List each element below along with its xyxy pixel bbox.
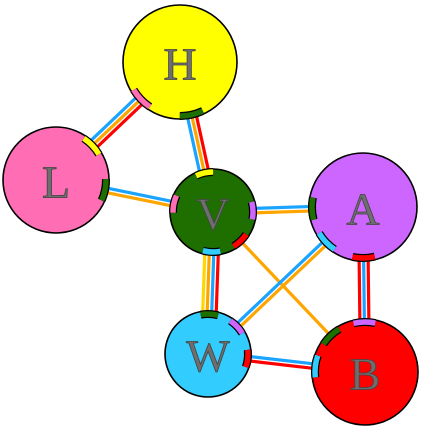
port-w-a [228,318,245,335]
port-b-v [321,326,341,346]
port-h-v [179,108,204,119]
node-label-h: H [163,39,196,90]
port-h-l [131,88,152,110]
node-label-a: A [346,184,379,235]
edge-H-L [87,94,146,151]
node-label-v: V [196,189,229,240]
edge-strand [238,239,333,338]
node-label-w: W [186,331,230,382]
edge-strand [246,354,317,366]
edge-strand [104,186,176,204]
node-label-b: B [350,349,381,400]
edge-L-V [103,186,176,208]
edge-strand [251,204,314,211]
edge-V-W [201,250,220,316]
edge-A-W [233,238,330,330]
port-w-b [243,349,251,369]
edge-strand [246,359,317,371]
edge-strand [362,256,367,324]
edge-strand [236,241,330,330]
edge-A-B [357,256,371,324]
edge-W-B [246,354,317,371]
port-a-w [316,231,337,252]
port-b-w [312,354,321,378]
edge-strand [201,250,207,315]
edge-V-A [251,204,314,215]
edge-strand [214,251,220,316]
port-w-v [200,311,219,318]
labels-layer: H L V A W B [42,38,381,400]
port-a-v [309,197,317,221]
port-v-l [170,194,180,213]
edge-strand [233,238,327,327]
edge-strand [87,94,140,145]
node-label-l: L [42,157,70,208]
port-v-w [202,248,221,255]
port-a-b [351,253,376,261]
port-b-a [352,319,376,327]
port-v-b [232,232,249,249]
edge-strand [252,209,314,215]
edges-layer [87,94,371,371]
edge-strand [189,113,207,175]
edge-H-V [185,112,211,176]
edge-strand [194,112,211,174]
edge-strand [103,190,175,208]
port-l-h [82,136,102,156]
edge-strand [210,250,216,316]
port-l-v [99,178,109,202]
edge-strand [185,114,202,176]
port-v-a [249,201,256,220]
port-v-h [194,169,214,179]
ports-layer [81,87,377,378]
edge-strand [357,257,362,324]
edge-V-B [238,239,333,338]
edge-strand [205,250,211,316]
edge-strand [93,100,146,151]
edge-strand [366,256,371,323]
edge-strand [90,97,143,148]
